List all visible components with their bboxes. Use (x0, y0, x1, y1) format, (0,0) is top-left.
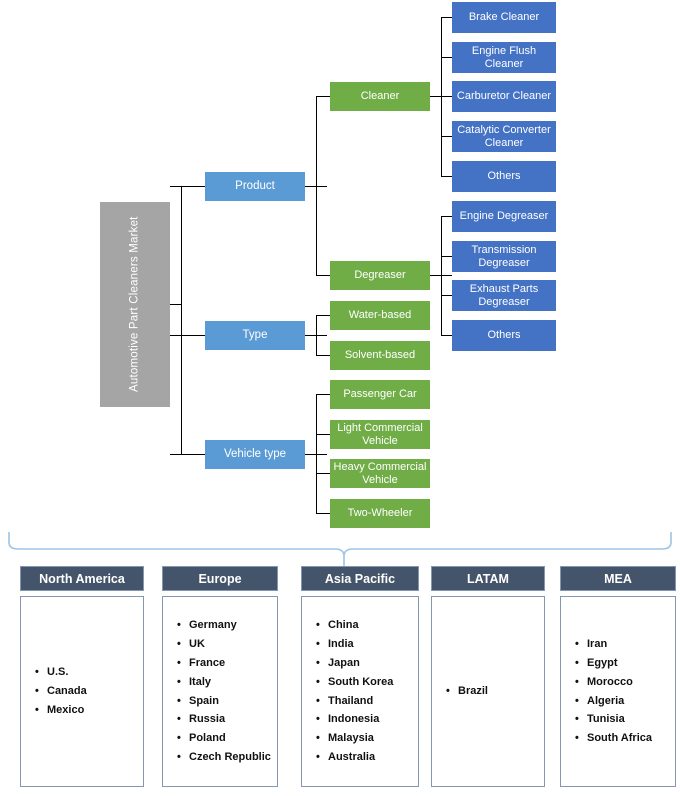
connector-vehicle-spine (316, 394, 317, 513)
country-list: U.S.CanadaMexico (21, 663, 143, 720)
country-item: France (177, 654, 271, 673)
segment-vehicle-type[interactable]: Vehicle type (205, 440, 305, 469)
leaf-engine-flush-cleaner[interactable]: Engine Flush Cleaner (452, 42, 556, 73)
connector-degreaser-spine (441, 216, 442, 335)
leaf-exhaust-parts-degreaser[interactable]: Exhaust Parts Degreaser (452, 280, 556, 311)
connector-type-spine (316, 315, 317, 355)
country-item: Czech Republic (177, 748, 271, 767)
leaf-cleaner-others[interactable]: Others (452, 161, 556, 192)
connector-cleaner-engineflush (441, 57, 454, 58)
region-title-mea: MEA (560, 566, 676, 591)
country-item: Tunisia (575, 710, 669, 729)
root-node[interactable]: Automotive Part Cleaners Market (100, 202, 170, 407)
subsegment-solvent-based[interactable]: Solvent-based (330, 341, 430, 370)
subsegment-degreaser[interactable]: Degreaser (330, 261, 430, 290)
country-item: Malaysia (316, 729, 412, 748)
subsegment-passenger-car[interactable]: Passenger Car (330, 380, 430, 409)
country-item: Italy (177, 673, 271, 692)
segment-type[interactable]: Type (205, 321, 305, 350)
region-country-list-north-america: U.S.CanadaMexico (20, 596, 144, 787)
country-item: Japan (316, 654, 412, 673)
country-item: Thailand (316, 692, 412, 711)
connector-vehicle-hcv (316, 473, 332, 474)
connector-degreaser-others (441, 335, 454, 336)
country-item: Poland (177, 729, 271, 748)
country-item: Egypt (575, 654, 669, 673)
region-title-asia-pacific: Asia Pacific (301, 566, 419, 591)
connector-vehicle-twowheeler (316, 513, 332, 514)
region-country-list-latam: Brazil (431, 596, 545, 787)
leaf-transmission-degreaser[interactable]: Transmission Degreaser (452, 241, 556, 272)
country-item: South Korea (316, 673, 412, 692)
country-item: South Africa (575, 729, 669, 748)
region-card-north-america[interactable]: North America U.S.CanadaMexico (20, 566, 144, 787)
country-list: GermanyUKFranceItalySpainRussiaPolandCze… (163, 616, 277, 767)
connector-product-degreaser (316, 275, 332, 276)
country-item: U.S. (35, 663, 137, 682)
region-card-asia-pacific[interactable]: Asia Pacific ChinaIndiaJapanSouth KoreaT… (301, 566, 419, 787)
leaf-brake-cleaner[interactable]: Brake Cleaner (452, 2, 556, 33)
connector-root-spine (181, 186, 182, 454)
country-item: Australia (316, 748, 412, 767)
subsegment-cleaner[interactable]: Cleaner (330, 82, 430, 111)
connector-cleaner-others (441, 176, 454, 177)
country-item: Iran (575, 635, 669, 654)
connector-cleaner-brake (441, 17, 454, 18)
country-item: Algeria (575, 692, 669, 711)
country-list: ChinaIndiaJapanSouth KoreaThailandIndone… (302, 616, 418, 767)
country-item: Mexico (35, 701, 137, 720)
country-item: Brazil (446, 682, 538, 701)
region-title-latam: LATAM (431, 566, 545, 591)
country-item: Russia (177, 710, 271, 729)
country-item: Morocco (575, 673, 669, 692)
leaf-catalytic-converter-cleaner[interactable]: Catalytic Converter Cleaner (452, 121, 556, 152)
region-country-list-mea: IranEgyptMoroccoAlgeriaTunisiaSouth Afri… (560, 596, 676, 787)
leaf-degreaser-others[interactable]: Others (452, 320, 556, 351)
subsegment-heavy-commercial-vehicle[interactable]: Heavy Commercial Vehicle (330, 459, 430, 488)
country-item: India (316, 635, 412, 654)
country-list: Brazil (432, 682, 544, 701)
country-item: Germany (177, 616, 271, 635)
connector-root-product (170, 186, 206, 187)
connector-type-solvent (316, 355, 332, 356)
leaf-carburetor-cleaner[interactable]: Carburetor Cleaner (452, 81, 556, 112)
connector-vehicle-lcv (316, 434, 332, 435)
region-title-north-america: North America (20, 566, 144, 591)
connector-cleaner-carburetor (441, 96, 454, 97)
subsegment-two-wheeler[interactable]: Two-Wheeler (330, 499, 430, 528)
subsegment-water-based[interactable]: Water-based (330, 301, 430, 330)
subsegment-light-commercial-vehicle[interactable]: Light Commercial Vehicle (330, 420, 430, 449)
connector-type-water (316, 315, 332, 316)
country-item: UK (177, 635, 271, 654)
connector-product-cleaner (316, 96, 332, 97)
region-country-list-europe: GermanyUKFranceItalySpainRussiaPolandCze… (162, 596, 278, 787)
region-card-latam[interactable]: LATAM Brazil (431, 566, 545, 787)
country-list: IranEgyptMoroccoAlgeriaTunisiaSouth Afri… (561, 635, 675, 748)
connector-cleaner-catalytic (441, 136, 454, 137)
region-card-europe[interactable]: Europe GermanyUKFranceItalySpainRussiaPo… (162, 566, 278, 787)
country-item: Spain (177, 692, 271, 711)
region-title-europe: Europe (162, 566, 278, 591)
segment-product[interactable]: Product (205, 172, 305, 201)
connector-degreaser-transmission (441, 256, 454, 257)
connector-degreaser-exhaust (441, 295, 454, 296)
region-card-mea[interactable]: MEA IranEgyptMoroccoAlgeriaTunisiaSouth … (560, 566, 676, 787)
connector-product-spine (316, 96, 317, 276)
region-country-list-asia-pacific: ChinaIndiaJapanSouth KoreaThailandIndone… (301, 596, 419, 787)
connector-degreaser-engine (441, 216, 454, 217)
connector-root-type (170, 335, 206, 336)
connector-root-vehicle (170, 454, 206, 455)
leaf-engine-degreaser[interactable]: Engine Degreaser (452, 201, 556, 232)
country-item: Indonesia (316, 710, 412, 729)
connector-vehicle-passenger (316, 394, 332, 395)
country-item: Canada (35, 682, 137, 701)
country-item: China (316, 616, 412, 635)
